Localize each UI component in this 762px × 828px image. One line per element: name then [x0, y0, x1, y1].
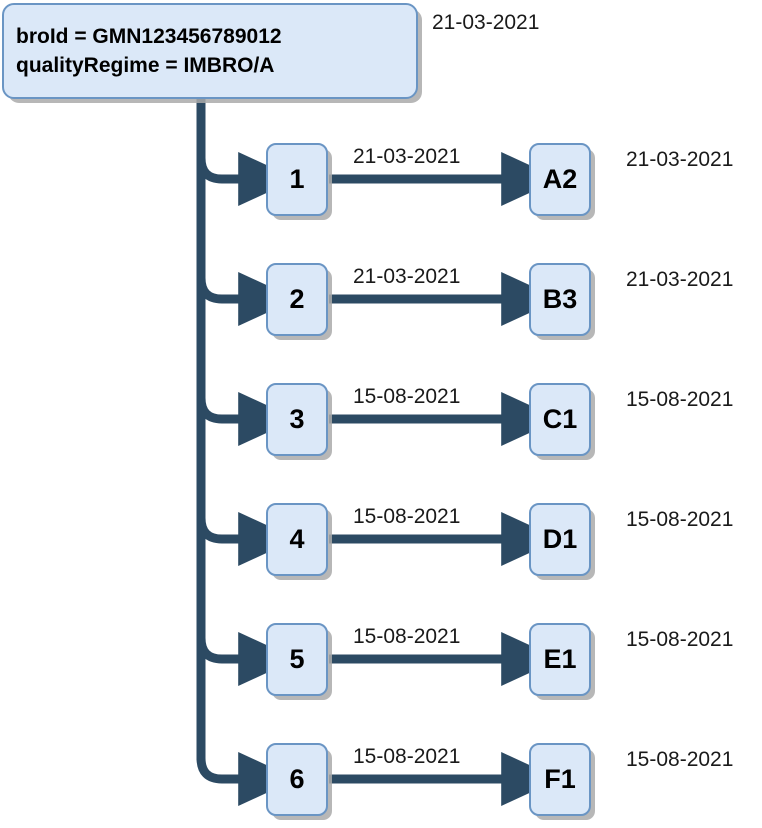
target-date-label-2: 21-03-2021 [626, 268, 734, 291]
source-node-4[interactable]: 4 [266, 503, 328, 576]
target-date-label-6: 15-08-2021 [626, 748, 734, 771]
edge-label-1: 21-03-2021 [353, 145, 461, 168]
target-node-5[interactable]: E1 [529, 623, 591, 696]
source-node-3[interactable]: 3 [266, 383, 328, 456]
branch-connector-5 [196, 632, 297, 686]
branch-connector-3 [196, 392, 297, 446]
root-node-text: broId = GMN123456789012 qualityRegime = … [16, 22, 282, 80]
source-node-5[interactable]: 5 [266, 623, 328, 696]
root-date-label: 21-03-2021 [432, 11, 540, 34]
target-node-2[interactable]: B3 [529, 263, 591, 336]
branch-connector-1 [196, 152, 297, 206]
edge-label-5: 15-08-2021 [353, 625, 461, 648]
root-node[interactable]: broId = GMN123456789012 qualityRegime = … [2, 3, 418, 99]
target-date-label-4: 15-08-2021 [626, 508, 734, 531]
edge-label-4: 15-08-2021 [353, 505, 461, 528]
edge-label-2: 21-03-2021 [353, 265, 461, 288]
edge-label-3: 15-08-2021 [353, 385, 461, 408]
root-node-line2: qualityRegime = IMBRO/A [16, 54, 275, 77]
branch-connector-4 [196, 512, 297, 566]
target-date-label-5: 15-08-2021 [626, 628, 734, 651]
target-date-label-1: 21-03-2021 [626, 148, 734, 171]
source-node-2[interactable]: 2 [266, 263, 328, 336]
edge-label-6: 15-08-2021 [353, 745, 461, 768]
source-node-1[interactable]: 1 [266, 143, 328, 216]
branch-connector-6 [196, 752, 297, 806]
target-node-6[interactable]: F1 [529, 743, 591, 816]
target-date-label-3: 15-08-2021 [626, 388, 734, 411]
target-node-4[interactable]: D1 [529, 503, 591, 576]
branch-connector-2 [196, 272, 297, 326]
target-node-3[interactable]: C1 [529, 383, 591, 456]
source-node-6[interactable]: 6 [266, 743, 328, 816]
root-node-line1: broId = GMN123456789012 [16, 25, 282, 48]
target-node-1[interactable]: A2 [529, 143, 591, 216]
